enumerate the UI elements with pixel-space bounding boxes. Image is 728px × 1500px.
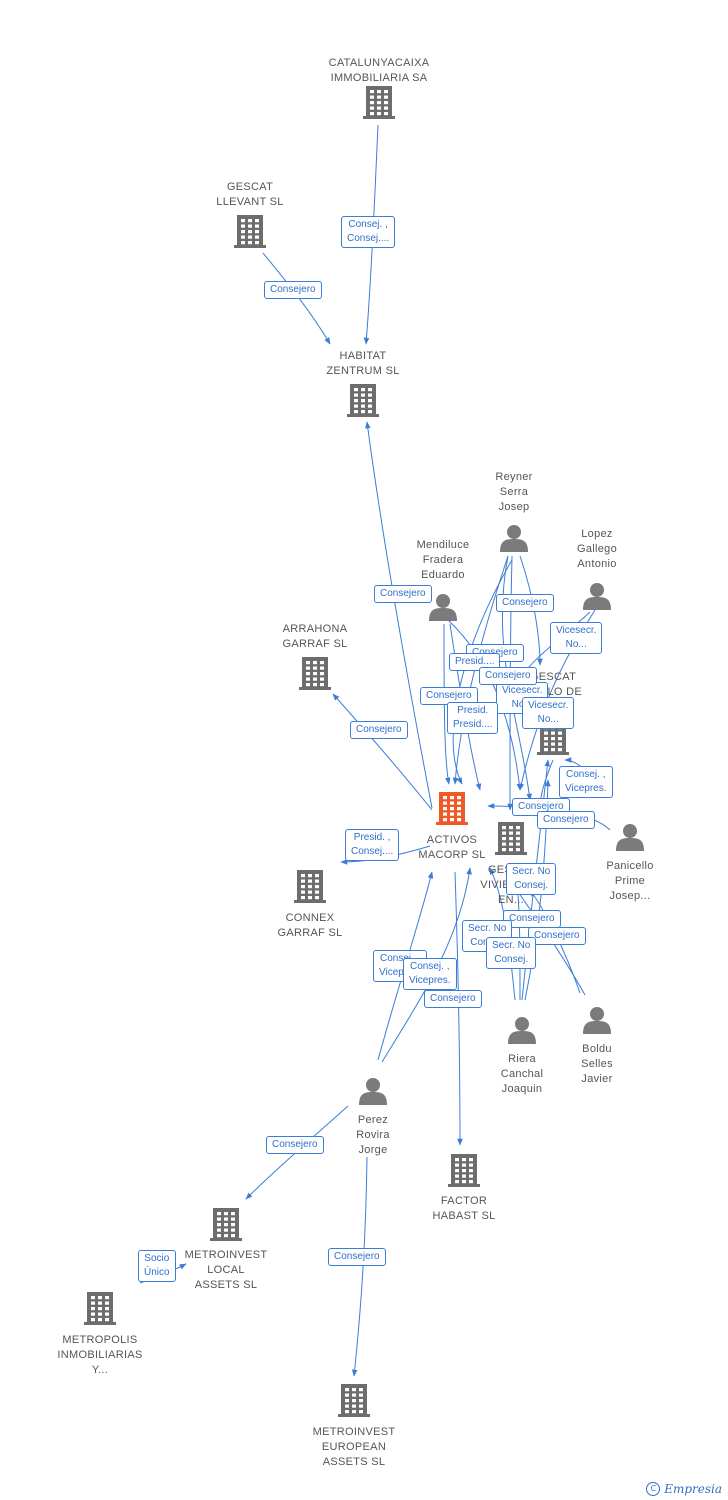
edge-label[interactable]: Presid. Presid.... [447, 702, 499, 734]
edge-label[interactable]: Vicesecr. No... [522, 697, 575, 729]
relation-edge [443, 623, 451, 785]
person-icon[interactable] [500, 525, 528, 552]
person-icon[interactable] [508, 1017, 536, 1044]
edge-label[interactable]: Consejero [350, 721, 408, 739]
node-label-mendiluce[interactable]: Mendiluce Fradera Eduardo [416, 539, 470, 581]
building-icon[interactable] [436, 792, 468, 825]
relation-edge [454, 871, 463, 1146]
node-label-gescat_llevant[interactable]: GESCAT LLEVANT SL [216, 181, 284, 208]
edge-label[interactable]: Secr. No Consej. [486, 937, 537, 969]
person-icon[interactable] [616, 824, 644, 851]
edge-label[interactable]: Presid.... [449, 653, 501, 671]
copyright-icon: C [646, 1482, 661, 1496]
edge-label[interactable]: Consejero [420, 687, 478, 705]
brand-logo: C Empresia [646, 1481, 722, 1496]
node-label-habitat[interactable]: HABITAT ZENTRUM SL [326, 350, 400, 377]
node-label-reyner[interactable]: Reyner Serra Josep [495, 471, 533, 513]
building-icon[interactable] [448, 1154, 480, 1187]
node-label-perez[interactable]: Perez Rovira Jorge [356, 1114, 390, 1156]
person-icon[interactable] [429, 594, 457, 621]
building-icon[interactable] [234, 215, 266, 248]
person-icon[interactable] [583, 583, 611, 610]
building-icon[interactable] [347, 384, 379, 417]
edge-label[interactable]: Consejero [537, 811, 595, 829]
building-icon[interactable] [210, 1208, 242, 1241]
edge-label[interactable]: Consej. , Vicepres. [403, 958, 457, 990]
edge-label[interactable]: Consejero [424, 990, 482, 1008]
edge-label[interactable]: Consej. , Consej.... [341, 216, 396, 248]
node-label-boldu[interactable]: Boldu Selles Javier [581, 1043, 613, 1085]
edge-label[interactable]: Consejero [266, 1136, 324, 1154]
edge-label[interactable]: Presid. , Consej.... [345, 829, 400, 861]
building-icon[interactable] [294, 870, 326, 903]
node-label-metropolis[interactable]: METROPOLIS INMOBILIARIAS Y... [57, 1334, 143, 1376]
person-icon[interactable] [359, 1078, 387, 1105]
edge-label[interactable]: Consejero [496, 594, 554, 612]
relation-edge [245, 1105, 349, 1200]
building-icon[interactable] [495, 822, 527, 855]
person-icon[interactable] [583, 1007, 611, 1034]
edge-label[interactable]: Consejero [264, 281, 322, 299]
node-label-activos[interactable]: ACTIVOS MACORP SL [418, 834, 486, 861]
edge-label[interactable]: Socio Único [138, 1250, 176, 1282]
node-label-catalunyacaixa[interactable]: CATALUNYACAIXA IMMOBILIARIA SA [328, 57, 430, 84]
relation-edge [365, 421, 433, 809]
brand-name: Empresia [664, 1481, 722, 1496]
node-label-factor[interactable]: FACTOR HABAST SL [432, 1195, 496, 1222]
edge-label[interactable]: Consejero [328, 1248, 386, 1266]
node-label-connex[interactable]: CONNEX GARRAF SL [277, 912, 343, 939]
edge-label[interactable]: Consejero [528, 927, 586, 945]
node-label-arrahona[interactable]: ARRAHONA GARRAF SL [282, 623, 348, 650]
node-label-metro_local[interactable]: METROINVEST LOCAL ASSETS SL [184, 1249, 268, 1291]
node-label-panicello[interactable]: Panicello Prime Josep... [606, 860, 654, 902]
building-icon[interactable] [363, 86, 395, 119]
building-icon[interactable] [338, 1384, 370, 1417]
node-label-metro_european[interactable]: METROINVEST EUROPEAN ASSETS SL [312, 1426, 396, 1468]
edge-label[interactable]: Consejero [479, 667, 537, 685]
relation-edge [351, 1156, 368, 1377]
edge-label[interactable]: Vicesecr. No... [550, 622, 603, 654]
building-icon[interactable] [84, 1292, 116, 1325]
node-label-riera[interactable]: Riera Canchal Joaquin [500, 1053, 544, 1095]
edge-label[interactable]: Consejero [374, 585, 432, 603]
building-icon[interactable] [299, 657, 331, 690]
node-label-lopez[interactable]: Lopez Gallego Antonio [576, 528, 618, 570]
edge-label[interactable]: Secr. No Consej. [506, 863, 557, 895]
relation-edge [332, 693, 433, 811]
relation-edge [452, 555, 509, 785]
edge-label[interactable]: Consej. , Vicepres. [559, 766, 613, 798]
